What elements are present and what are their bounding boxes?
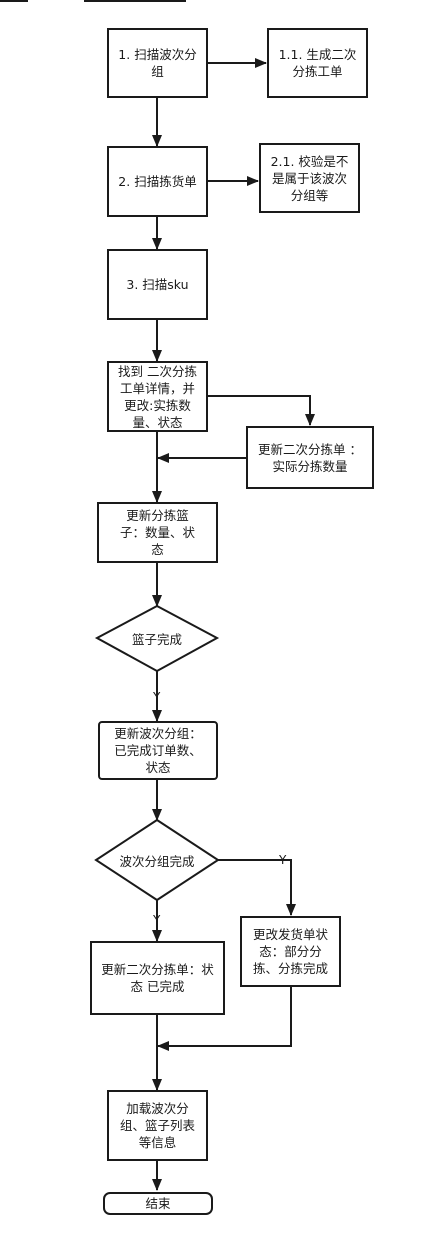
node-end: 结束 <box>103 1192 213 1215</box>
node-scan-wave-group-label: 1. 扫描波次分组 <box>118 47 197 79</box>
decision-wave-group-complete <box>94 818 220 902</box>
node-update-sort-basket-label: 更新分拣篮子：数量、状态 <box>119 508 195 557</box>
top-border-right <box>84 0 186 2</box>
edge-n4-to-side <box>208 395 315 426</box>
top-border-left <box>0 0 28 2</box>
node-validate-wave-group: 2.1. 校验是不是属于该波次分组等 <box>259 143 360 213</box>
node-update-secondary-sort-status: 更新二次分拣单：状态 已完成 <box>90 941 225 1015</box>
node-scan-pick-list: 2. 扫描拣货单 <box>107 146 208 217</box>
node-validate-wave-group-label: 2.1. 校验是不是属于该波次分组等 <box>270 153 349 203</box>
decision-basket-complete-label: 篮子完成 <box>131 631 182 647</box>
node-update-shipment-status-label: 更改发货单状态：部分分拣、分拣完成 <box>252 927 328 976</box>
node-update-wave-group: 更新波次分组：已完成订单数、状态 <box>98 721 218 780</box>
node-find-secondary-sort-detail-label: 找到 二次分拣工单详情，并更改:实拣数量、状态 <box>118 363 197 430</box>
edge-right-to-merge <box>157 987 292 1051</box>
node-generate-secondary-sort-order: 1.1. 生成二次分拣工单 <box>267 28 368 98</box>
edge-label-d2-right: Y <box>279 853 287 867</box>
node-end-label: 结束 <box>145 1196 171 1211</box>
node-find-secondary-sort-detail: 找到 二次分拣工单详情，并更改:实拣数量、状态 <box>107 361 208 432</box>
node-update-secondary-sort-qty: 更新二次分拣单 ：实际分拣数量 <box>246 426 374 489</box>
node-scan-sku: 3. 扫描sku <box>107 249 208 320</box>
edge-d2-to-right <box>218 859 296 916</box>
node-load-wave-group-info-label: 加载波次分组、篮子列表等信息 <box>119 1101 195 1150</box>
edge-label-d1-yes: Y <box>153 690 161 704</box>
decision-basket-complete <box>94 604 220 673</box>
node-update-secondary-sort-status-label: 更新二次分拣单：状态 已完成 <box>101 962 214 994</box>
node-update-wave-group-label: 更新波次分组：已完成订单数、状态 <box>114 726 202 775</box>
node-scan-wave-group: 1. 扫描波次分组 <box>107 28 208 98</box>
node-generate-secondary-sort-order-label: 1.1. 生成二次分拣工单 <box>278 47 357 79</box>
node-scan-pick-list-label: 2. 扫描拣货单 <box>118 174 197 189</box>
decision-wave-group-complete-label: 波次分组完成 <box>119 853 195 869</box>
edge-label-d2-down: Y <box>153 913 161 927</box>
node-update-sort-basket: 更新分拣篮子：数量、状态 <box>97 502 218 563</box>
node-update-secondary-sort-qty-label: 更新二次分拣单 ：实际分拣数量 <box>258 441 362 474</box>
node-load-wave-group-info: 加载波次分组、篮子列表等信息 <box>107 1090 208 1161</box>
node-update-shipment-status: 更改发货单状态：部分分拣、分拣完成 <box>240 916 341 987</box>
node-scan-sku-label: 3. 扫描sku <box>126 277 189 292</box>
